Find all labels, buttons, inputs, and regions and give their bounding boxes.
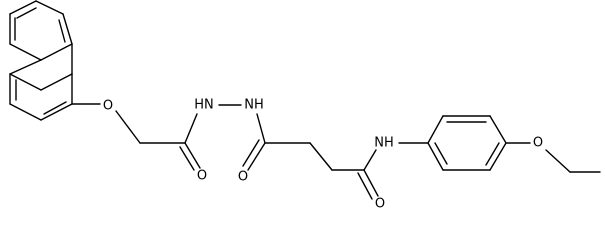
- carbonyl-oxygen-3-label: O: [375, 197, 385, 212]
- bond: [184, 113, 198, 144]
- bond: [489, 115, 507, 144]
- bond: [427, 142, 444, 171]
- bond: [179, 146, 195, 171]
- bond: [40, 73, 73, 91]
- amide-nh-label: NH: [374, 136, 394, 151]
- bond: [9, 59, 42, 75]
- bond: [9, 43, 42, 61]
- bond: [309, 142, 333, 171]
- bond: [427, 115, 444, 144]
- bond: [16, 7, 37, 19]
- bond: [434, 142, 448, 165]
- bond: [357, 172, 373, 200]
- bond: [62, 13, 73, 45]
- bond: [115, 110, 141, 144]
- naphthalene-ring: [9, 0, 73, 121]
- bond: [247, 142, 266, 171]
- hydrazide-nh-1-label: HN: [194, 98, 214, 113]
- ether-oxygen-label: O: [103, 99, 113, 114]
- bond: [9, 0, 37, 15]
- bond: [256, 113, 266, 144]
- hydrazide-nh-2-label: NH: [244, 98, 264, 113]
- bond: [40, 103, 73, 121]
- bond: [485, 142, 500, 166]
- carbonyl-oxygen-2-label: O: [238, 170, 248, 185]
- bond: [242, 139, 260, 167]
- bond: [43, 101, 67, 115]
- bond: [489, 142, 507, 171]
- phenyl-ring: [427, 115, 507, 171]
- bond: [545, 149, 571, 173]
- bond: [363, 149, 377, 171]
- bond: [58, 19, 66, 43]
- bond: [9, 73, 42, 91]
- bond: [9, 103, 42, 121]
- ether-oxygen-2-label: O: [533, 136, 543, 151]
- carbonyl-oxygen-1-label: O: [197, 169, 207, 184]
- molecule-structure-diagram: O O HN NH O O NH O: [9, 0, 601, 212]
- bond: [40, 43, 73, 61]
- bond: [35, 0, 64, 15]
- bond: [184, 142, 201, 169]
- bond: [363, 169, 379, 197]
